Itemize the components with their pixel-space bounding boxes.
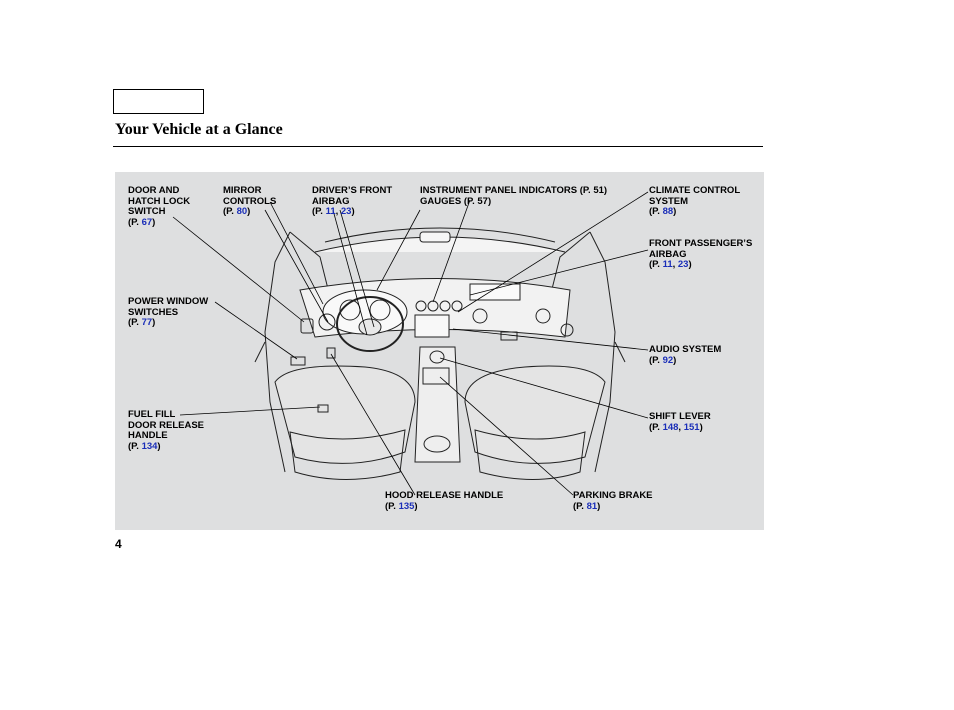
callout-label-line: MIRROR bbox=[223, 185, 262, 196]
callout-label-line: HATCH LOCK bbox=[128, 195, 191, 207]
callout-label-line: SWITCHES bbox=[128, 306, 179, 318]
page-link[interactable]: 23 bbox=[340, 206, 352, 217]
page-link[interactable]: 88 bbox=[662, 206, 674, 217]
callout-hood-release-handle: HOOD RELEASE HANDLE (P. 135) bbox=[385, 490, 504, 512]
page-reference: (P. 11, 23) bbox=[312, 206, 355, 217]
page-reference: (P. 135) bbox=[385, 500, 418, 512]
callout-fuel-fill-door-release: FUEL FILL DOOR RELEASE HANDLE (P. 134) bbox=[128, 409, 205, 452]
page-reference: (P. 88) bbox=[649, 206, 677, 217]
vehicle-interior-panel: DOOR AND HATCH LOCK SWITCH (P. 67) MIRRO… bbox=[115, 172, 764, 530]
callout-label-line: DOOR AND bbox=[128, 185, 180, 196]
callout-passenger-airbag: FRONT PASSENGER’S AIRBAG (P. 11, 23) bbox=[649, 238, 753, 271]
page-link[interactable]: 148 bbox=[662, 421, 679, 433]
callout-label-line: SWITCH bbox=[128, 206, 166, 217]
page-title: Your Vehicle at a Glance bbox=[115, 121, 283, 138]
page-link[interactable]: 51 bbox=[593, 185, 604, 196]
page-link[interactable]: 134 bbox=[141, 440, 158, 452]
page-reference: (P. 80) bbox=[223, 206, 251, 217]
callout-label-line: CONTROLS bbox=[223, 195, 277, 207]
callout-label-line: POWER WINDOW bbox=[128, 296, 209, 307]
gauges-label: GAUGES bbox=[420, 195, 462, 207]
page-reference: (P. 134) bbox=[128, 440, 161, 452]
callout-label-line: AUDIO SYSTEM bbox=[649, 344, 722, 355]
callout-label-line: PARKING BRAKE bbox=[573, 490, 653, 501]
header-tab-box bbox=[113, 89, 204, 114]
callout-label-line: SHIFT LEVER bbox=[649, 411, 711, 422]
page-reference: (P. 148, 151) bbox=[649, 421, 703, 433]
callout-instrument-panel: INSTRUMENT PANEL INDICATORS (P. 51) GAUG… bbox=[420, 185, 608, 207]
callout-label-line: DOOR RELEASE bbox=[128, 419, 205, 431]
page-link[interactable]: 151 bbox=[683, 421, 700, 433]
page-link[interactable]: 11 bbox=[325, 206, 336, 217]
page-link[interactable]: 57 bbox=[477, 195, 488, 207]
callout-label-line: CLIMATE CONTROL bbox=[649, 185, 741, 196]
callout-label-line: AIRBAG bbox=[649, 248, 687, 260]
callout-label-line: FRONT PASSENGER’S bbox=[649, 238, 753, 249]
callout-driver-front-airbag: DRIVER’S FRONT AIRBAG (P. 11, 23) bbox=[312, 185, 393, 218]
callout-mirror-controls: MIRROR CONTROLS (P. 80) bbox=[223, 185, 277, 218]
callout-power-window-switches: POWER WINDOW SWITCHES (P. 77) bbox=[128, 296, 209, 329]
callout-door-lock-switch: DOOR AND HATCH LOCK SWITCH (P. 67) bbox=[128, 185, 191, 228]
callout-climate-control: CLIMATE CONTROL SYSTEM (P. 88) bbox=[649, 185, 741, 218]
title-rule bbox=[113, 146, 763, 147]
page-link[interactable]: 11 bbox=[662, 259, 673, 270]
page-link[interactable]: 135 bbox=[398, 500, 415, 512]
callout-label-line: INSTRUMENT PANEL INDICATORS (P. 51) bbox=[420, 185, 608, 196]
page-reference: (P. 77) bbox=[128, 317, 156, 328]
page-link[interactable]: 77 bbox=[141, 317, 153, 328]
instrument-indicators-label: INSTRUMENT PANEL INDICATORS bbox=[420, 185, 578, 196]
page-reference: (P. 67) bbox=[128, 216, 156, 228]
page-link[interactable]: 67 bbox=[141, 216, 153, 228]
callout-label-line: AIRBAG bbox=[312, 195, 350, 207]
interior-illustration bbox=[172, 191, 649, 496]
callout-label-line: FUEL FILL bbox=[128, 409, 176, 420]
callout-parking-brake: PARKING BRAKE (P. 81) bbox=[573, 490, 653, 512]
page-reference: (P. 11, 23) bbox=[649, 259, 692, 270]
page-link[interactable]: 23 bbox=[677, 259, 689, 270]
callout-label-line: SYSTEM bbox=[649, 195, 689, 207]
callout-audio-system: AUDIO SYSTEM (P. 92) bbox=[649, 344, 722, 366]
page-reference: (P. 81) bbox=[573, 500, 601, 512]
callout-shift-lever: SHIFT LEVER (P. 148, 151) bbox=[649, 411, 711, 433]
page-link[interactable]: 80 bbox=[236, 206, 248, 217]
callout-label-line: DRIVER’S FRONT bbox=[312, 185, 393, 196]
page-number: 4 bbox=[115, 537, 122, 551]
callout-label-line: HANDLE bbox=[128, 430, 168, 441]
page-link[interactable]: 92 bbox=[662, 354, 674, 366]
callout-label-line: HOOD RELEASE HANDLE bbox=[385, 490, 504, 501]
page-reference: (P. 92) bbox=[649, 354, 677, 366]
page-link[interactable]: 81 bbox=[586, 500, 598, 512]
callout-label-line: GAUGES (P. 57) bbox=[420, 195, 492, 207]
